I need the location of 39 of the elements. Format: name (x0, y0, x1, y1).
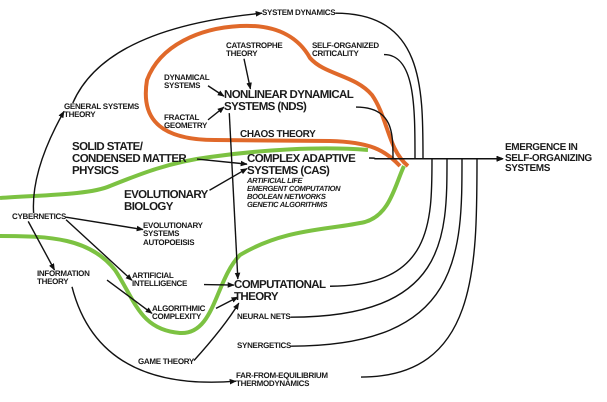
concept-label: FAR-FROM-EQUILIBRIUM THERMODYNAMICS (236, 372, 361, 389)
arrow (208, 85, 225, 97)
arrow (66, 219, 133, 281)
concept-label: NEURAL NETS (237, 313, 290, 322)
concept-label: NONLINEAR DYNAMICAL SYSTEMS (NDS) (224, 89, 356, 114)
arrow (72, 11, 263, 104)
concept-label: ALGORITHMIC COMPLEXITY (152, 305, 216, 322)
arrow (28, 221, 56, 271)
concept-label: GAME THEORY (138, 358, 194, 366)
concept-label: COMPUTATIONAL THEORY (234, 279, 330, 304)
arrow (193, 302, 240, 361)
sub-topic-label: AUTOPOEISIS (143, 238, 196, 248)
arrow (106, 280, 153, 314)
concept-label: EMERGENCE IN SELF-ORGANIZING SYSTEMS (505, 143, 601, 174)
arrow (216, 296, 238, 309)
concept-label: COMPLEX ADAPTIVE SYSTEMS (CAS) (247, 153, 356, 178)
concept-label: DYNAMICAL SYSTEMS (164, 74, 208, 91)
arrow (66, 216, 144, 232)
concept-label: SYSTEM DYNAMICS (262, 9, 336, 18)
arrow (228, 113, 240, 280)
concept-label: CHAOS THEORY (240, 130, 316, 140)
arrow (196, 158, 248, 166)
concept-label: CYBERNETICS (12, 213, 66, 222)
arrow (32, 110, 65, 214)
concept-label: EVOLUTIONARY BIOLOGY (124, 189, 219, 214)
arrow (71, 286, 237, 384)
concept-label: SELF-ORGANIZED CRITICALITY (312, 42, 384, 59)
arrow (243, 58, 252, 90)
concept-label: ARTIFICIAL INTELLIGENCE (132, 272, 204, 289)
concept-label: CATASTROPHE THEORY (226, 42, 286, 59)
concept-label: FRACTAL GEOMETRY (164, 114, 208, 131)
arrow (208, 106, 225, 120)
concept-label: INFORMATION THEORY (37, 270, 107, 287)
concept-label: GENERAL SYSTEMS THEORY (64, 103, 152, 120)
concept-label: SOLID STATE/ CONDENSED MATTER PHYSICS (72, 141, 197, 178)
arrow (209, 168, 248, 191)
arrow (204, 282, 235, 288)
concept-label: SYNERGETICS (237, 342, 292, 350)
arrow (360, 156, 504, 378)
